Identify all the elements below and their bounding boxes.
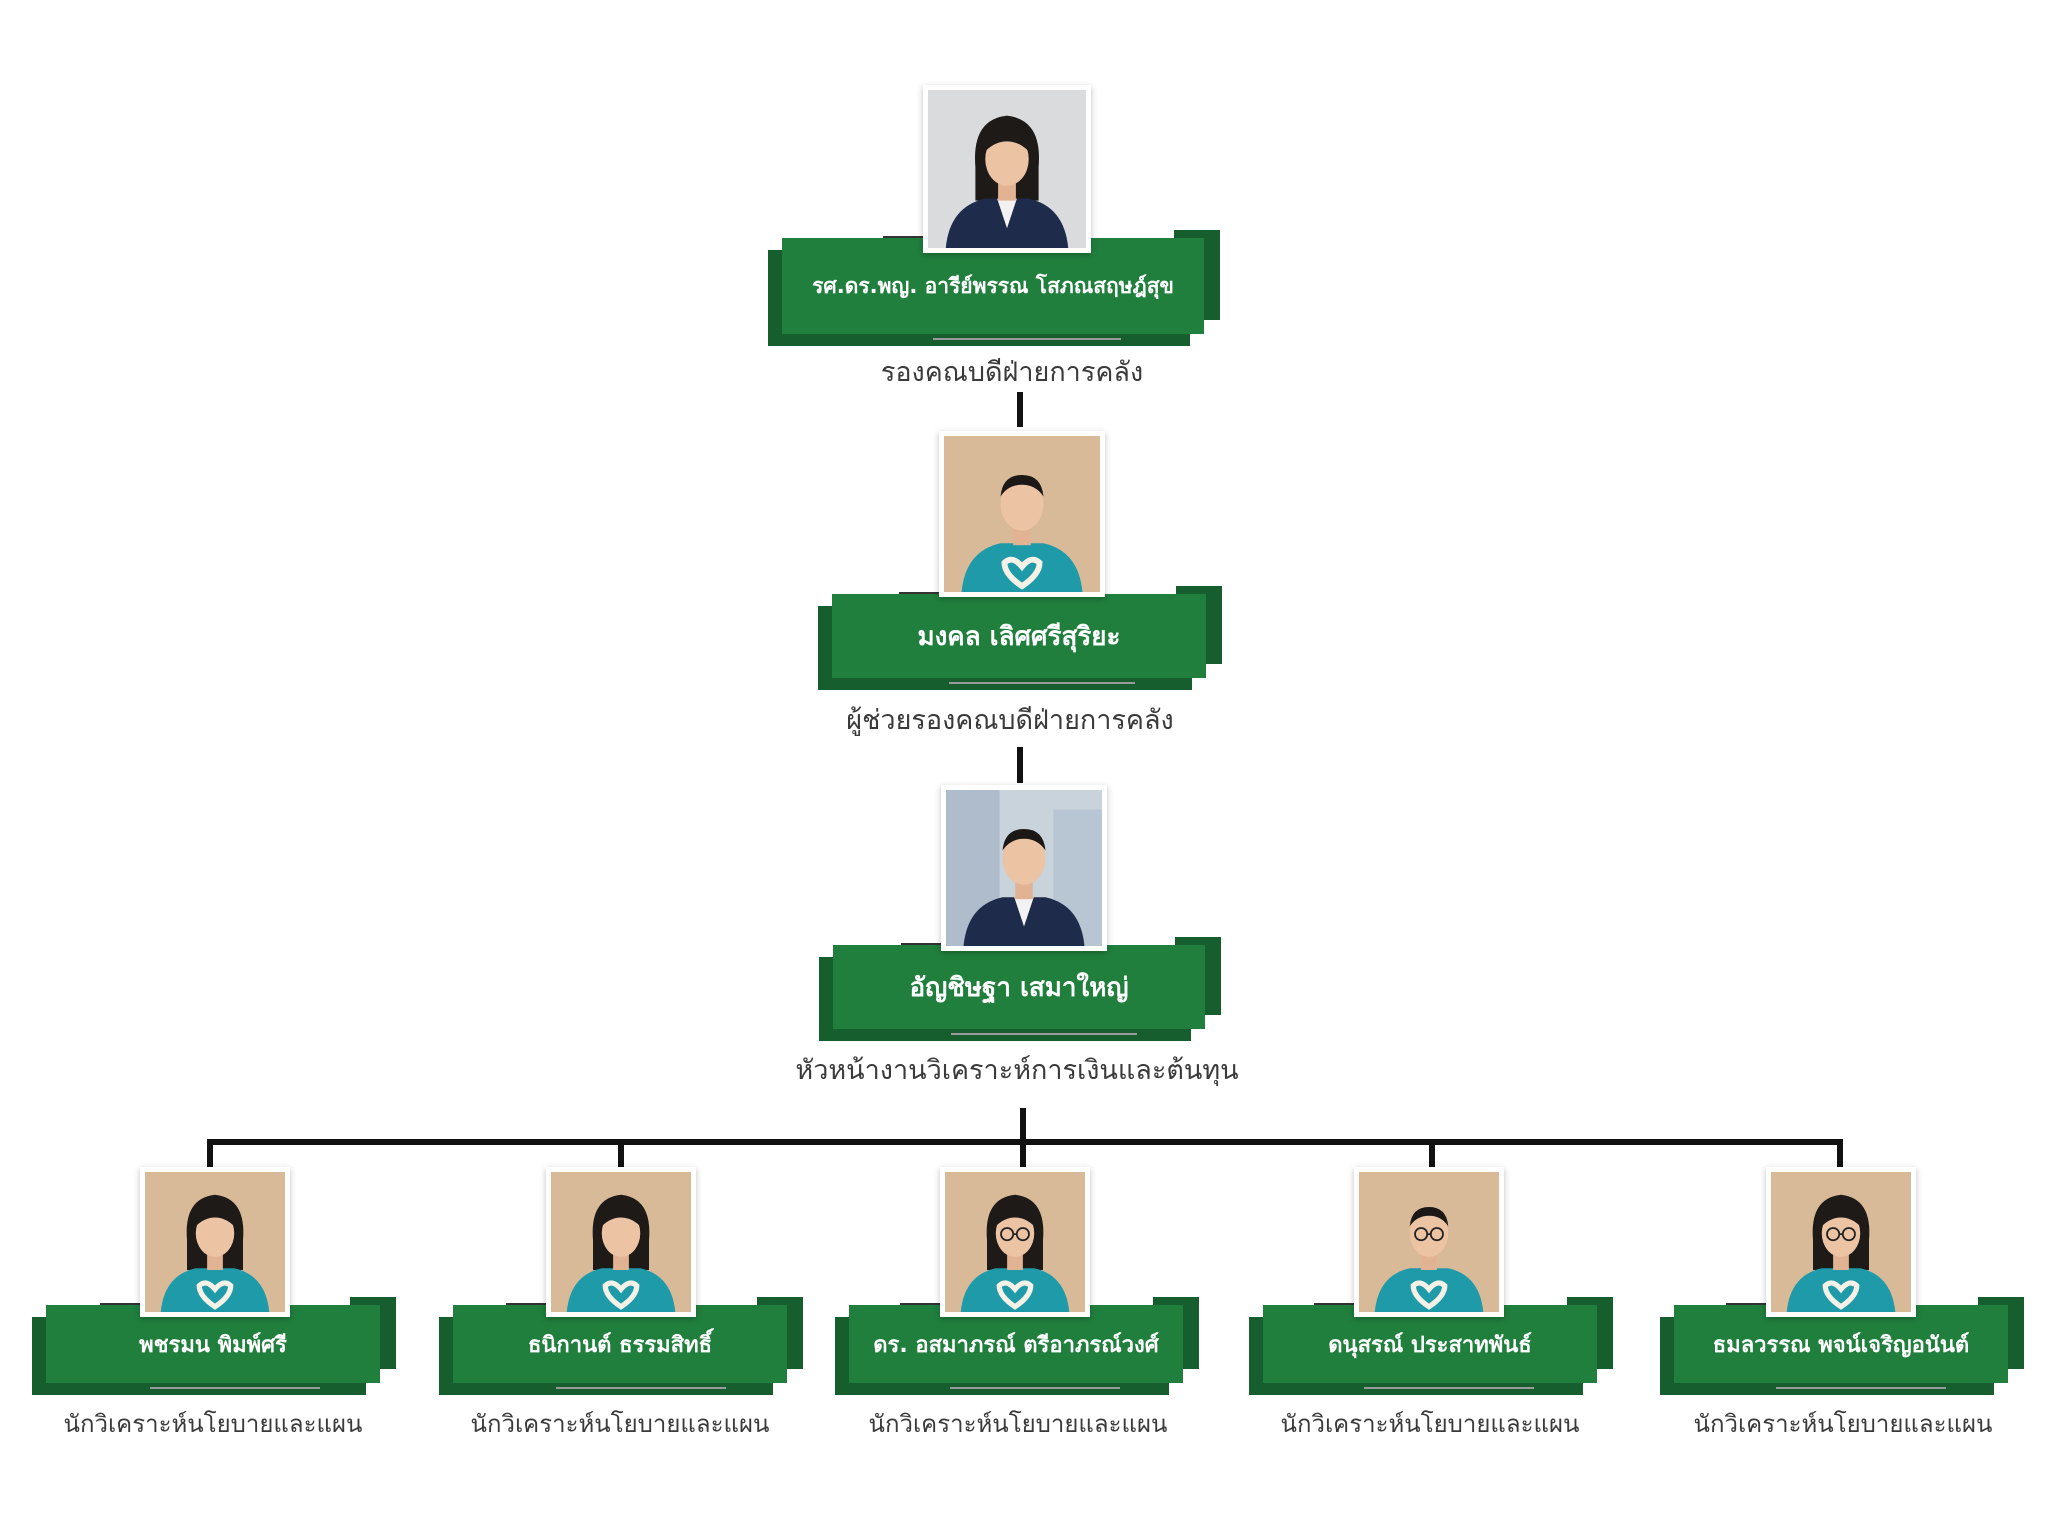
name-underline [951,1033,1137,1035]
person-name: มงคล เลิศศรีสุริยะ [917,621,1121,652]
connector-drop-staff-1 [207,1139,213,1167]
connector-drop-staff-5 [1837,1139,1843,1167]
job-title: หัวหน้างานวิเคราะห์การเงินและต้นทุน [795,1055,1239,1086]
avatar [939,431,1105,597]
name-underline [933,338,1121,340]
person-name: อัญชิษฐา เสมาใหญ่ [909,972,1129,1003]
name-underline [556,1387,726,1389]
person-name: ดร. อสมาภรณ์ ตรีอาภรณ์วงศ์ [873,1332,1159,1358]
name-plate: ดร. อสมาภรณ์ ตรีอาภรณ์วงศ์ [849,1305,1183,1383]
name-plate: มงคล เลิศศรีสุริยะ [832,594,1206,678]
connector-level2-level3 [1017,747,1023,783]
avatar [1766,1167,1916,1317]
connector-drop-staff-3 [1020,1139,1026,1167]
connector-drop-staff-4 [1429,1139,1435,1167]
person-photo-male-glasses-teal-shirt-icon [1359,1172,1499,1312]
name-underline [950,1387,1120,1389]
name-plate: ธมลวรรณ พจน์เจริญอนันต์ [1674,1305,2008,1383]
job-title: นักวิเคราะห์นโยบายและแผน [470,1410,770,1438]
person-name: รศ.ดร.พญ. อารีย์พรรณ โสภณสฤษฎ์สุข [812,273,1174,298]
name-plate: รศ.ดร.พญ. อารีย์พรรณ โสภณสฤษฎ์สุข [782,238,1204,334]
decorative-line [1314,1303,1356,1305]
avatar [1354,1167,1504,1317]
decorative-line [899,592,941,594]
name-underline [1776,1387,1946,1389]
person-photo-female-suit-icon [928,90,1086,248]
connector-level1-level2 [1017,392,1023,427]
avatar [140,1167,290,1317]
person-name: ธมลวรรณ พจน์เจริญอนันต์ [1712,1332,1970,1358]
person-photo-female-glasses-teal-shirt-icon [945,1172,1085,1312]
decorative-line [901,943,943,945]
person-photo-male-teal-shirt-icon [944,436,1100,592]
avatar [923,85,1091,253]
decorative-line [506,1303,548,1305]
name-plate: ดนุสรณ์ ประสาทพันธ์ [1263,1305,1597,1383]
person-photo-female-glasses-teal-shirt-icon [1771,1172,1911,1312]
name-underline [949,682,1135,684]
name-plate: ธนิกานต์ ธรรมสิทธิ์ [453,1305,787,1383]
person-name: ธนิกานต์ ธรรมสิทธิ์ [527,1332,713,1358]
decorative-line [900,1303,942,1305]
person-photo-female-teal-shirt-icon [551,1172,691,1312]
decorative-line [100,1303,142,1305]
name-plate: อัญชิษฐา เสมาใหญ่ [833,945,1205,1029]
person-name: พชรมน พิมพ์ศรี [139,1332,287,1358]
avatar [546,1167,696,1317]
job-title: นักวิเคราะห์นโยบายและแผน [1693,1410,1993,1438]
job-title: รองคณบดีฝ่ายการคลัง [880,357,1144,388]
connector-drop-staff-2 [618,1139,624,1167]
avatar [941,785,1107,951]
decorative-line [883,236,925,238]
name-plate: พชรมน พิมพ์ศรี [46,1305,380,1383]
name-underline [1364,1387,1534,1389]
job-title: นักวิเคราะห์นโยบายและแผน [868,1410,1168,1438]
person-photo-male-suit-icon [946,790,1102,946]
job-title: ผู้ช่วยรองคณบดีฝ่ายการคลัง [846,705,1174,736]
job-title: นักวิเคราะห์นโยบายและแผน [63,1410,363,1438]
avatar [940,1167,1090,1317]
job-title: นักวิเคราะห์นโยบายและแผน [1280,1410,1580,1438]
person-name: ดนุสรณ์ ประสาทพันธ์ [1328,1332,1532,1358]
decorative-line [1726,1303,1768,1305]
name-underline [150,1387,320,1389]
connector-level3-bus [1020,1108,1026,1162]
person-photo-female-teal-shirt-icon [145,1172,285,1312]
